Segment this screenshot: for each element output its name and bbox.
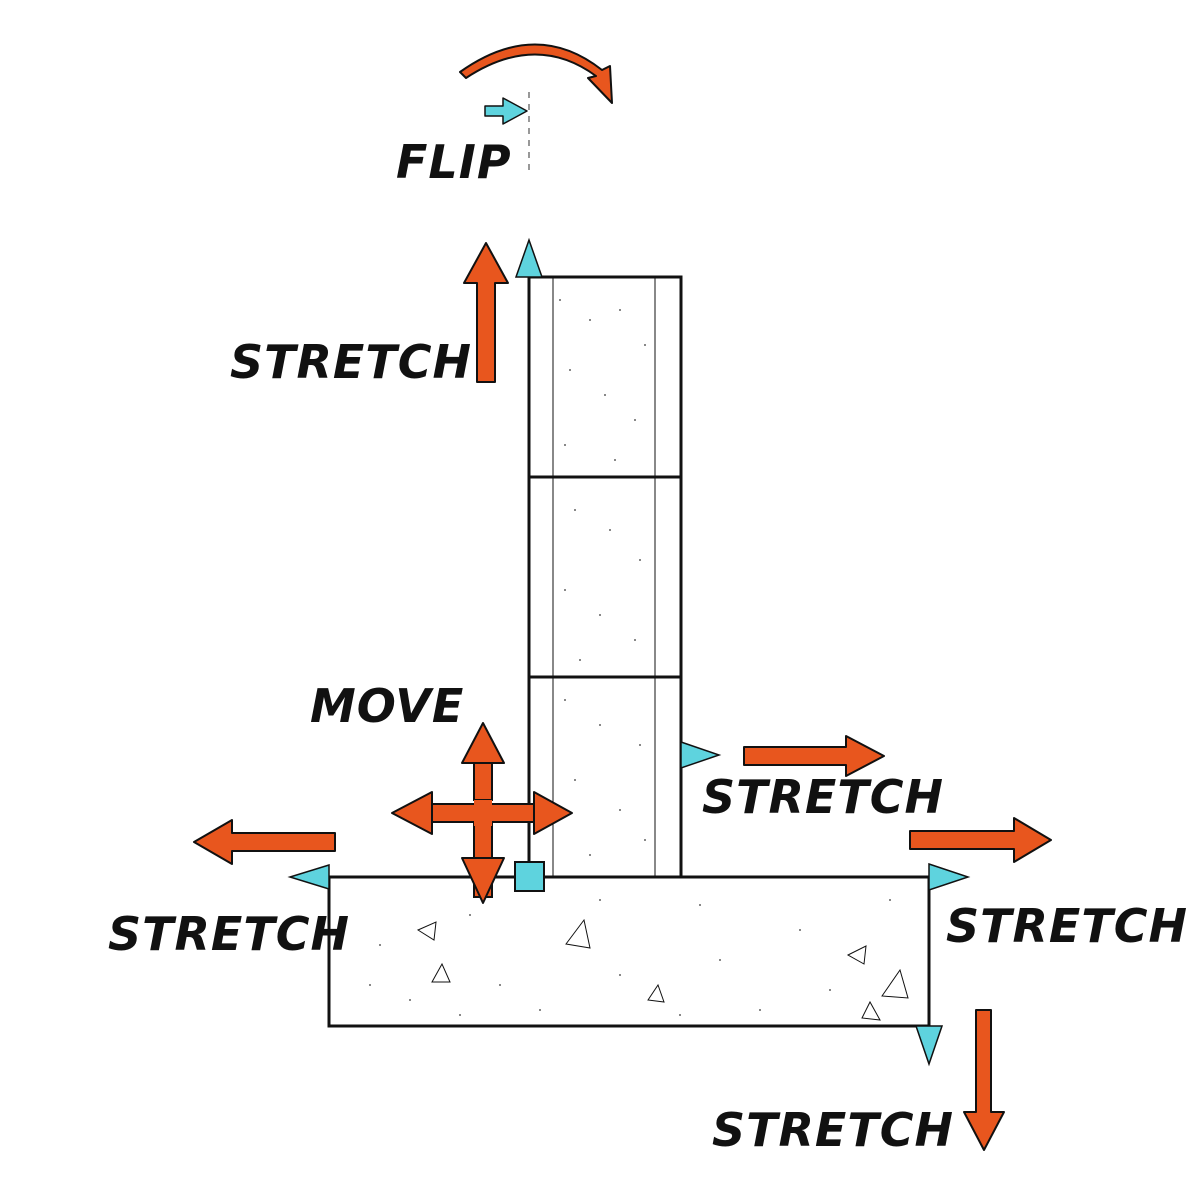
wall	[527, 275, 683, 879]
stretch-right-grip-icon[interactable]	[928, 862, 971, 892]
footing	[327, 875, 931, 1028]
footing-outline	[327, 875, 931, 1028]
flip-grip-icon[interactable]	[484, 97, 528, 125]
stretch-right-label: STRETCH	[946, 899, 1188, 953]
move-label: MOVE	[310, 679, 464, 733]
stretch-right-arrow-icon[interactable]	[909, 817, 1052, 863]
stretch-down-arrow-icon[interactable]	[963, 1009, 1005, 1151]
stretch-top-grip-icon[interactable]	[514, 237, 544, 278]
footing-aggregate-hatch	[416, 918, 909, 1021]
move-grip-icon[interactable]	[514, 861, 545, 892]
wall-hatch-dots	[559, 299, 646, 856]
stretch-left-label: STRETCH	[108, 907, 350, 961]
stretch-bottom-grip-icon[interactable]	[914, 1025, 944, 1067]
stretch-wall-right-label: STRETCH	[702, 770, 944, 824]
move-arrow-icon[interactable]	[391, 722, 573, 904]
flip-label: FLIP	[396, 135, 512, 189]
stretch-bottom-label: STRETCH	[712, 1103, 954, 1157]
stretch-up-arrow-icon[interactable]	[463, 242, 509, 383]
stretch-wall-right-grip-icon[interactable]	[680, 740, 722, 770]
flip-arrow-icon[interactable]	[459, 43, 613, 104]
stretch-top-label: STRETCH	[230, 335, 472, 389]
wall-outline	[527, 275, 683, 879]
stretch-left-arrow-icon[interactable]	[193, 819, 336, 865]
stretch-wall-right-arrow-icon[interactable]	[743, 735, 885, 777]
stretch-left-grip-icon[interactable]	[287, 863, 330, 891]
footing-hatch-dots	[369, 899, 891, 1016]
